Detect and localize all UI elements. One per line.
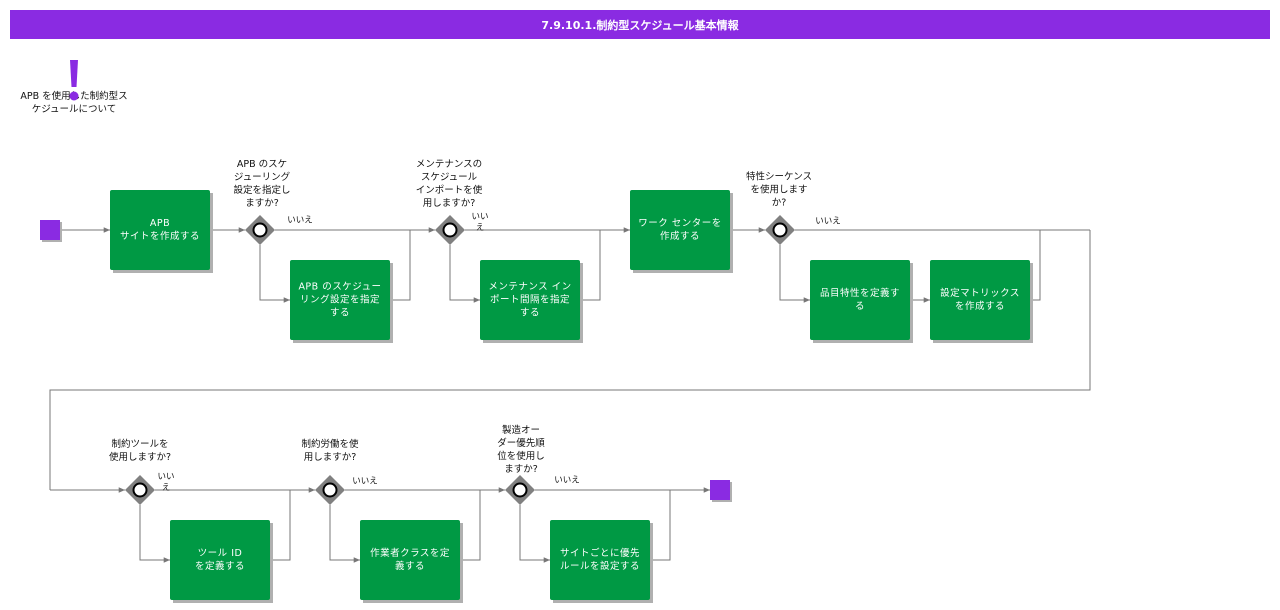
gateway-no-label: いいえ [352, 477, 378, 487]
gateway-no-label: いいえ [471, 212, 488, 233]
flow-g3-yes [779, 245, 810, 303]
gateway-circle-icon [772, 222, 788, 238]
gateway-question-label: 制約労働を使用しますか? [301, 438, 359, 463]
flow-g6-yes [519, 505, 550, 563]
task-box [930, 260, 1030, 340]
flow-g4-yes [139, 505, 170, 563]
task-label: 設定マトリックスを作成する [940, 287, 1020, 312]
flow-matrix-to-merge3 [1030, 229, 1090, 301]
flow-priority-to-merge6 [650, 490, 671, 561]
gateway-circle-icon [252, 222, 268, 238]
task-box [360, 520, 460, 600]
task-box [810, 260, 910, 340]
flow-g1-yes [259, 245, 290, 303]
gateway-g5[interactable] [315, 475, 345, 505]
diagram-title-bar: 7.9.10.1.制約型スケジュール基本情報 [10, 10, 1270, 39]
gateway-question-label: メンテナンスのスケジュールインポートを使用しますか? [416, 159, 483, 209]
task-create-work-center[interactable]: ワーク センターを作成する [630, 190, 733, 273]
exclamation-icon [70, 60, 78, 87]
end-event[interactable] [710, 480, 730, 500]
task-label: 作業者クラスを定義する [370, 547, 450, 572]
gateway-circle-icon [442, 222, 458, 238]
gateway-no-label: いいえ [157, 472, 174, 493]
exclamation-dot [69, 91, 79, 101]
flow-tool-to-merge4 [270, 490, 291, 561]
gateway-g2[interactable] [435, 215, 465, 245]
sequence-flows [49, 227, 1091, 563]
task-define-item-attr[interactable]: 品目特性を定義する [810, 260, 913, 343]
gateway-g3[interactable] [765, 215, 795, 245]
gateway-question-label: 制約ツールを使用しますか? [109, 438, 171, 463]
diagram-title: 7.9.10.1.制約型スケジュール基本情報 [541, 18, 739, 32]
annotation-note[interactable]: APB を使用した制約型スケジュールについて [20, 60, 128, 115]
gateway-question-label: 製造オーダー優先順位を使用しますか? [497, 424, 545, 475]
task-box [110, 190, 210, 270]
start-event[interactable] [40, 220, 60, 240]
flow-g2-yes [449, 245, 480, 303]
flow-g5-yes [329, 505, 360, 563]
task-define-worker-class[interactable]: 作業者クラスを定義する [360, 520, 463, 603]
gateway-no-label: いいえ [815, 217, 841, 227]
task-label: APB のスケジューリング設定を指定する [298, 282, 381, 319]
task-specify-apb-schedule[interactable]: APB のスケジューリング設定を指定する [290, 260, 393, 343]
gateway-circle-icon [512, 482, 528, 498]
task-label: サイトごとに優先ルールを設定する [560, 547, 640, 572]
task-set-site-priority[interactable]: サイトごとに優先ルールを設定する [550, 520, 653, 603]
gateway-no-label: いいえ [554, 476, 580, 486]
task-specify-maint-interval[interactable]: メンテナンス インポート間隔を指定する [480, 260, 583, 343]
flow-task-to-merge2 [580, 230, 601, 301]
gateway-circle-icon [132, 482, 148, 498]
gateway-circle-icon [322, 482, 338, 498]
task-label: 品目特性を定義する [820, 287, 900, 312]
task-box [550, 520, 650, 600]
task-label: ワーク センターを作成する [638, 218, 722, 242]
task-box [170, 520, 270, 600]
gateway-no-label: いいえ [287, 216, 313, 226]
gateway-g6[interactable] [505, 475, 535, 505]
gateway-question-label: 特性シーケンスを使用しますか? [746, 171, 812, 209]
task-box [630, 190, 730, 270]
gateway-question-label: APB のスケジューリング設定を指定しますか? [233, 159, 290, 209]
task-box [290, 260, 390, 340]
gateway-g1[interactable] [245, 215, 275, 245]
flow-worker-to-merge5 [460, 490, 481, 561]
task-box [480, 260, 580, 340]
flow-task-to-merge1 [390, 230, 411, 301]
gateway-g4[interactable] [125, 475, 155, 505]
task-create-setup-matrix[interactable]: 設定マトリックスを作成する [930, 260, 1033, 343]
flow-row-wrap [49, 230, 1091, 490]
task-label: メンテナンス インポート間隔を指定する [488, 282, 571, 319]
